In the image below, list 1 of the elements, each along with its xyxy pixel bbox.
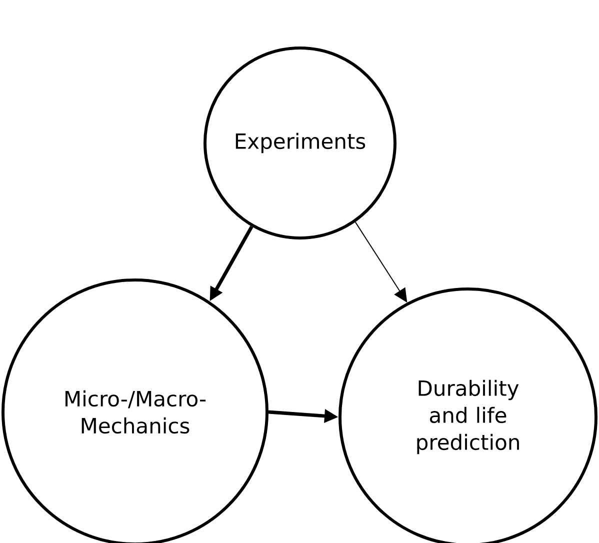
circle-node: Experiments [204, 46, 396, 240]
